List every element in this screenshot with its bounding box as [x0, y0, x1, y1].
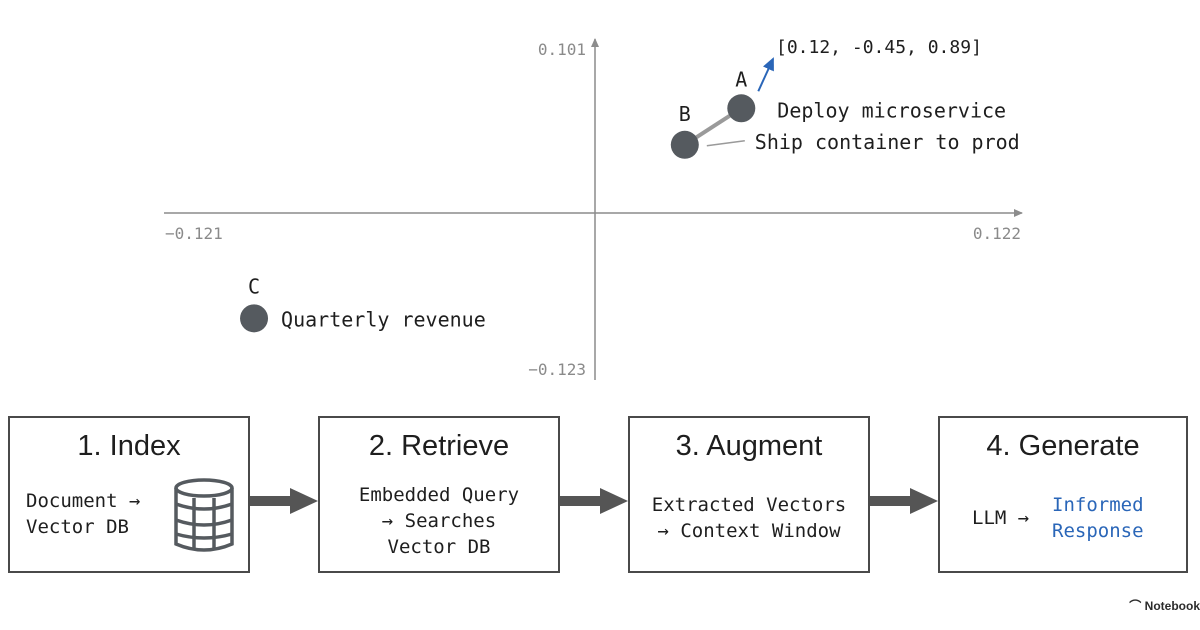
point-label: A: [735, 67, 747, 91]
y-tick-max: 0.101: [538, 40, 586, 59]
step-generate-box: 4. Generate LLM → Informed Response: [938, 416, 1188, 573]
vector-annotation: [0.12, -0.45, 0.89]: [776, 37, 982, 58]
point-text: Deploy microservice: [777, 98, 1006, 122]
watermark: ⌒ Notebook: [1129, 597, 1200, 614]
step-line: → Context Window: [657, 520, 841, 542]
point-label: B: [679, 102, 691, 126]
notebook-logo-icon: ⌒: [1129, 599, 1142, 613]
point-text: Ship container to prod: [755, 130, 1020, 154]
step-index-box: 1. Index Document → Vector DB: [8, 416, 250, 573]
step-line: Document →: [26, 490, 141, 512]
y-tick-min: −0.123: [528, 360, 586, 379]
x-tick-min: −0.121: [165, 224, 223, 243]
step-augment-box: 3. Augment Extracted Vectors → Context W…: [628, 416, 870, 573]
x-tick-max: 0.122: [973, 224, 1021, 243]
point-text: Quarterly revenue: [281, 307, 486, 331]
step-title: 4. Generate: [986, 430, 1140, 462]
step-title: 2. Retrieve: [368, 430, 510, 462]
connector-arrow: [250, 488, 318, 514]
point-b: [670, 130, 699, 159]
connector-arrow: [560, 488, 628, 514]
embedding-plot: −0.121 0.122 0.101 −0.123 [0.12, -0.45, …: [164, 37, 1023, 380]
database-icon: [174, 478, 234, 552]
point-b-leader: [706, 140, 745, 147]
step-title: 3. Augment: [675, 430, 823, 462]
vector-arrow: [757, 57, 774, 92]
step-prefix: LLM →: [972, 507, 1030, 529]
step-line: Vector DB: [26, 516, 129, 538]
watermark-text: Notebook: [1144, 599, 1200, 613]
step-line: Embedded Query: [358, 484, 520, 506]
step-line: Extracted Vectors: [651, 494, 847, 516]
connector-arrow: [870, 488, 938, 514]
step-retrieve-box: 2. Retrieve Embedded Query → Searches Ve…: [318, 416, 560, 573]
step-highlight-line: Informed: [1052, 494, 1144, 516]
step-highlight-line: Response: [1052, 520, 1144, 542]
step-title: 1. Index: [77, 430, 181, 462]
point-label: C: [248, 274, 260, 298]
step-line: Vector DB: [387, 536, 491, 558]
step-line: → Searches: [381, 510, 497, 532]
point-c: [240, 304, 269, 333]
point-a: [727, 94, 756, 123]
